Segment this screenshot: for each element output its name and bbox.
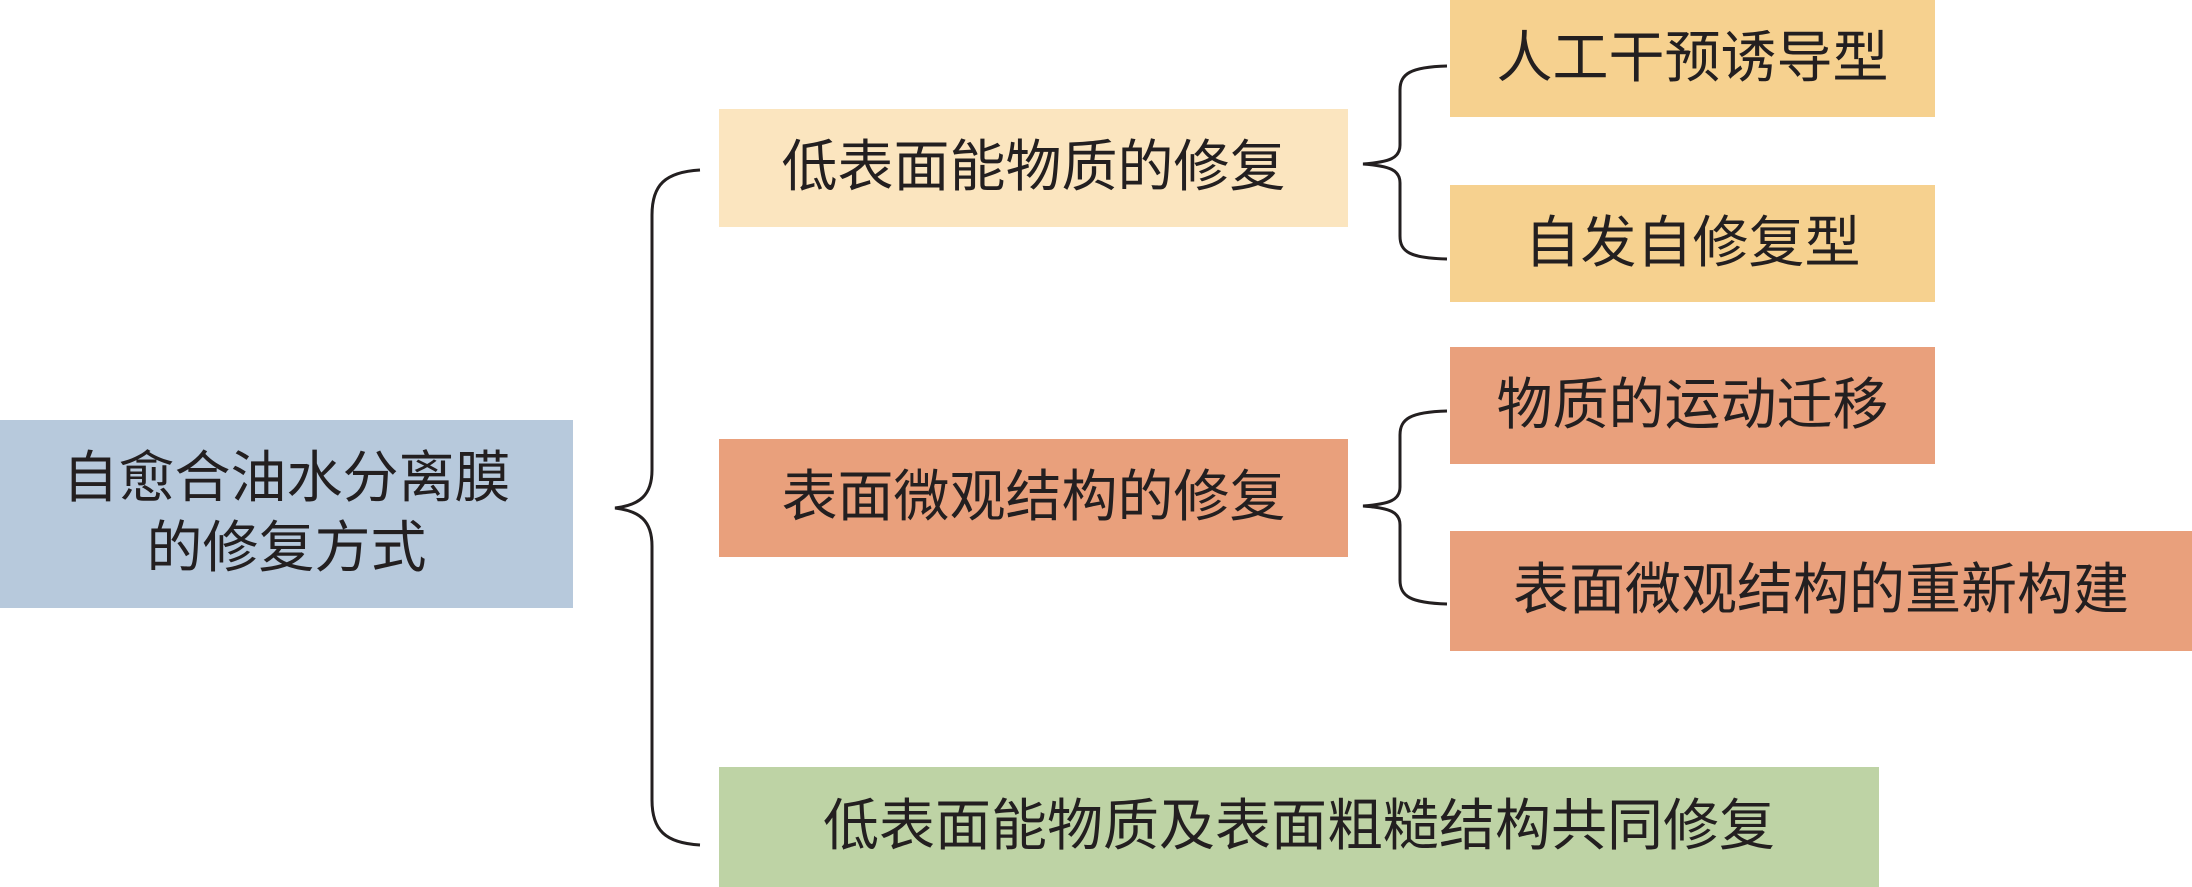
node-artificial-induced: 人工干预诱导型: [1450, 0, 1935, 117]
main-brace: [614, 168, 701, 847]
root-label-line2: 的修复方式: [146, 516, 427, 581]
node-material-migration: 物质的运动迁移: [1450, 347, 1935, 464]
node-microstructure-repair: 表面微观结构的修复: [719, 439, 1348, 557]
node-label: 低表面能物质的修复: [781, 135, 1286, 200]
node-label: 表面微观结构的修复: [781, 465, 1286, 530]
node-low-surface-energy-repair: 低表面能物质的修复: [719, 109, 1348, 227]
node-label: 人工干预诱导型: [1496, 25, 1889, 91]
node-spontaneous-self-repair: 自发自修复型: [1450, 185, 1935, 302]
node-label: 低表面能物质及表面粗糙结构共同修复: [823, 794, 1775, 859]
brace-low-surface-energy: [1362, 64, 1448, 261]
node-label: 物质的运动迁移: [1496, 372, 1889, 438]
node-combined-repair: 低表面能物质及表面粗糙结构共同修复: [719, 767, 1879, 887]
root-node: 自愈合油水分离膜 的修复方式: [0, 420, 573, 608]
node-microstructure-rebuild: 表面微观结构的重新构建: [1450, 531, 2192, 651]
node-label: 自发自修复型: [1524, 210, 1861, 276]
brace-microstructure: [1362, 409, 1448, 606]
node-label: 表面微观结构的重新构建: [1513, 558, 2129, 623]
root-label-line1: 自愈合油水分离膜: [62, 446, 511, 511]
